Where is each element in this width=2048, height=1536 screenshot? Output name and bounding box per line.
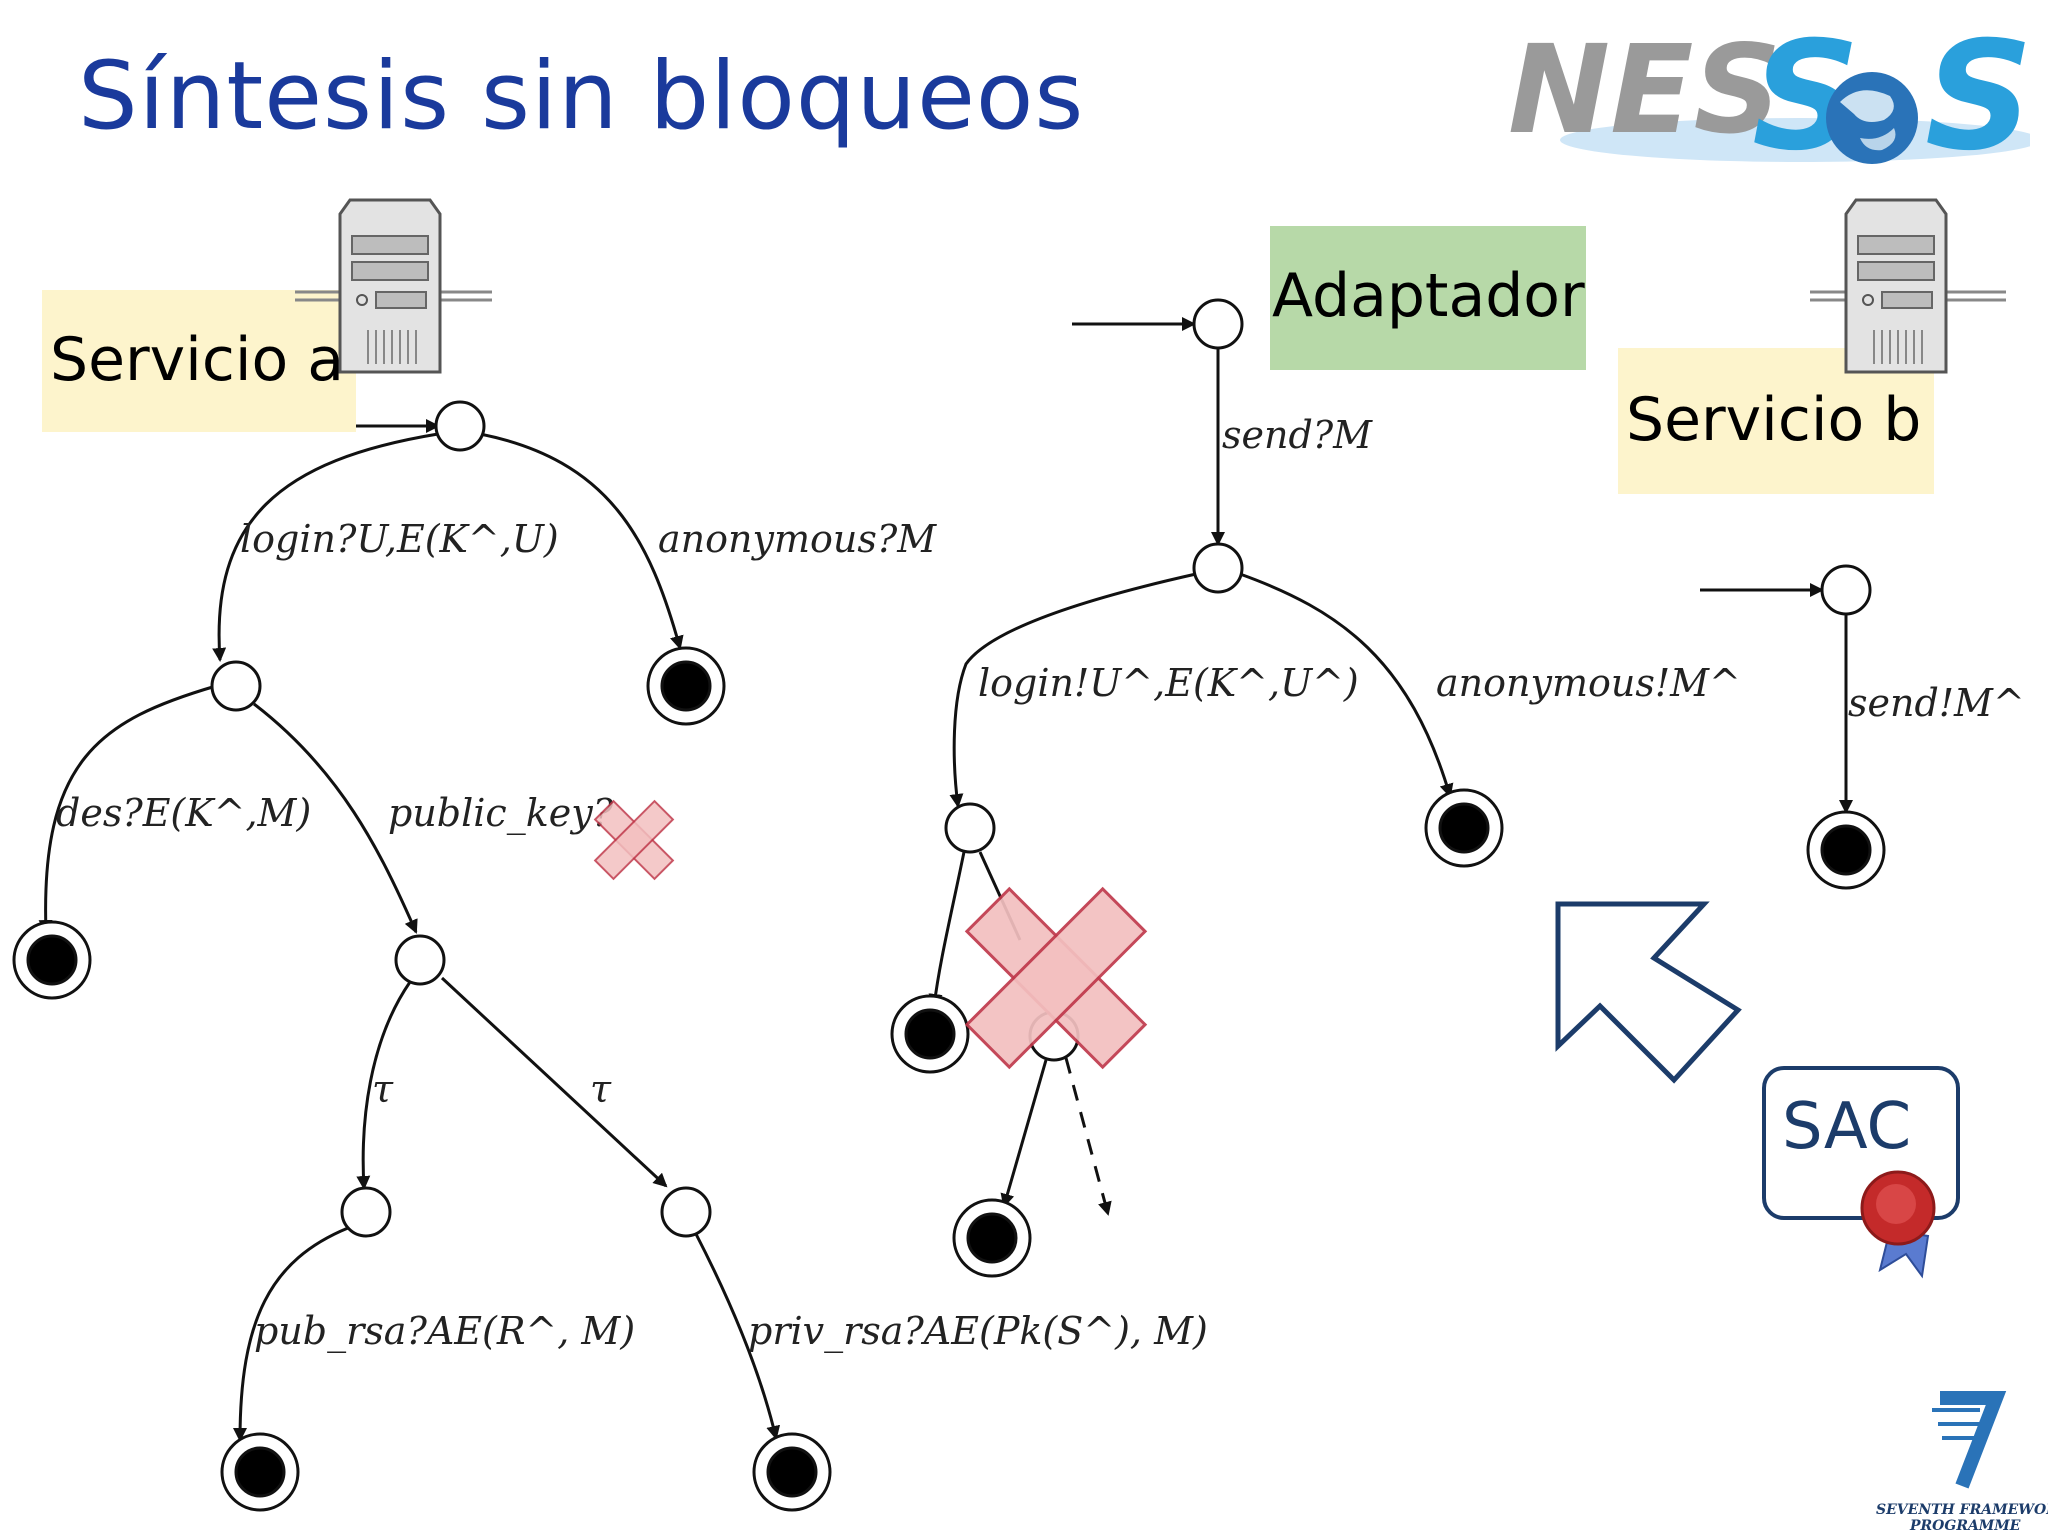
seal-icon — [1860, 1170, 1936, 1279]
label-send-b: send!M^ — [1848, 681, 2025, 725]
fp7-line2: PROGRAMME — [1909, 1518, 2021, 1534]
service-b-labels: send!M^ — [1848, 681, 2025, 725]
globe-land-1 — [1840, 90, 1894, 122]
fp7-logo: SEVENTH FRAMEWORK PROGRAMME — [1876, 1391, 2048, 1534]
adaptador-box — [1270, 226, 1586, 370]
logo-text-nes: NES — [1508, 20, 1781, 161]
slide-title: Síntesis sin bloqueos — [78, 42, 1085, 151]
adaptador-label: Adaptador — [1272, 261, 1585, 331]
service-a-labels: login?U,E(K^,U) anonymous?M des?E(K^,M) … — [56, 517, 1208, 1354]
server-icon-b — [1810, 198, 2006, 374]
service-a-states — [12, 400, 832, 1512]
service-b-automaton — [1700, 583, 1853, 814]
server-icon-a — [295, 198, 492, 374]
fp7-line1: SEVENTH FRAMEWORK — [1876, 1502, 2048, 1518]
large-cross-icon — [964, 886, 1148, 1070]
servicio-a-label: Servicio a — [50, 325, 345, 395]
adaptor-automaton — [928, 317, 1454, 1216]
label-pub-rsa: pub_rsa?AE(R^, M) — [254, 1309, 635, 1354]
label-login-a: login?U,E(K^,U) — [240, 517, 559, 561]
label-public-key: public_key? — [388, 791, 614, 836]
service-a-automaton — [38, 419, 781, 1442]
label-tau-right: τ — [590, 1067, 612, 1111]
label-tau-left: τ — [372, 1067, 394, 1111]
logo-text-s-right: S — [1925, 20, 2030, 180]
label-login-adaptor: login!U^,E(K^,U^) — [978, 661, 1359, 705]
service-b-states — [1806, 564, 1886, 890]
label-anonymous-a: anonymous?M — [658, 517, 937, 561]
adaptor-states — [890, 298, 1504, 1278]
label-priv-rsa: priv_rsa?AE(Pk(S^), M) — [748, 1309, 1208, 1354]
adaptor-labels: send?M login!U^,E(K^,U^) anonymous!M^ — [978, 413, 1741, 705]
label-send-adaptor: send?M — [1222, 413, 1373, 457]
label-anonymous-adaptor: anonymous!M^ — [1436, 661, 1741, 705]
small-cross-icon — [593, 799, 675, 881]
sac-label: SAC — [1782, 1090, 1912, 1164]
outline-arrow-icon — [1555, 901, 1742, 1084]
label-des: des?E(K^,M) — [56, 791, 311, 835]
servicio-b-label: Servicio b — [1626, 385, 1922, 455]
globe-land-2 — [1860, 128, 1896, 151]
servicio-a-box — [42, 290, 356, 432]
nessos-logo: NES S S — [1508, 20, 2030, 180]
